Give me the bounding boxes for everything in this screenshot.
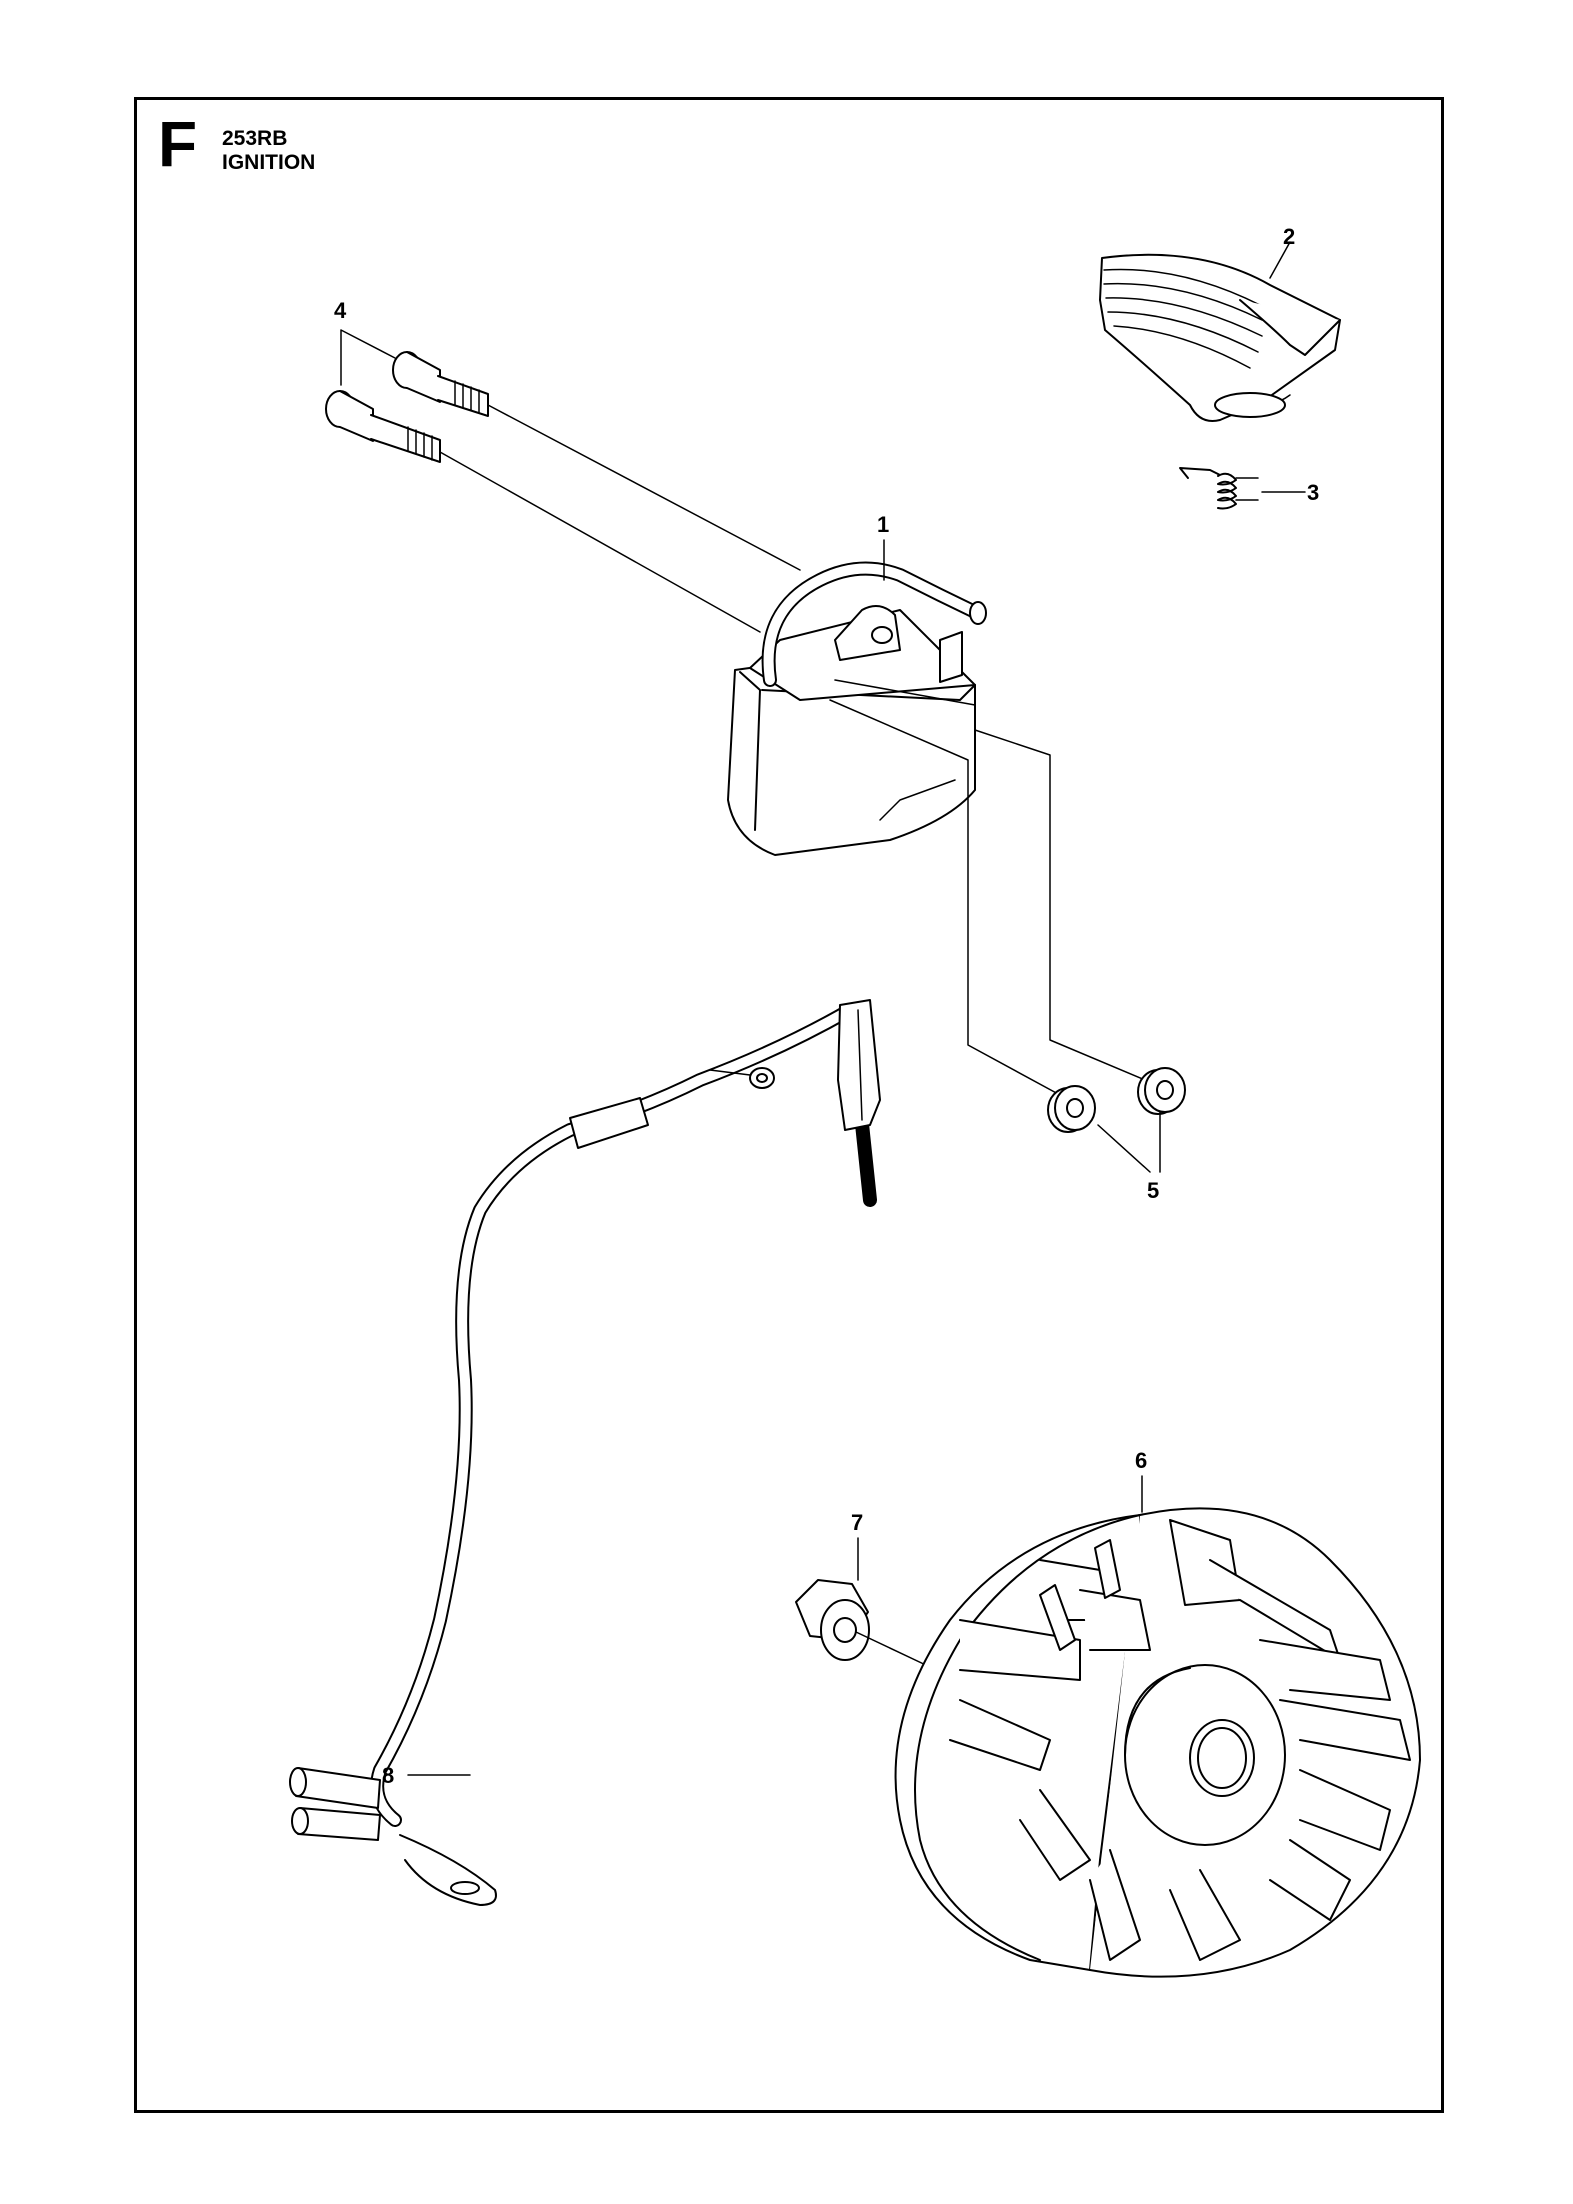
section-letter: F: [158, 108, 198, 180]
model-name: 253RB: [222, 127, 288, 150]
callout-7: 7: [851, 1510, 863, 1535]
screw-part-4: [325, 351, 489, 463]
spacer-part-5: [1047, 1067, 1186, 1133]
callout-5: 5: [1147, 1178, 1159, 1203]
ignition-coil-part-1: [727, 561, 987, 856]
callout-3: 3: [1307, 480, 1319, 505]
callout-8: 8: [382, 1763, 394, 1788]
diagram-title: IGNITION: [222, 151, 316, 174]
flywheel-part-6: [894, 1507, 1421, 1978]
page-frame: [134, 97, 1444, 2113]
callout-6: 6: [1135, 1448, 1147, 1473]
callout-2: 2: [1283, 224, 1295, 249]
spring-part-3: [1179, 467, 1259, 510]
flywheel-nut-part-7: [795, 1579, 870, 1661]
rubber-cover-part-2: [1099, 253, 1341, 422]
wire-harness-part-8: [289, 999, 881, 1906]
callout-1: 1: [877, 512, 889, 537]
callout-4: 4: [334, 298, 347, 323]
